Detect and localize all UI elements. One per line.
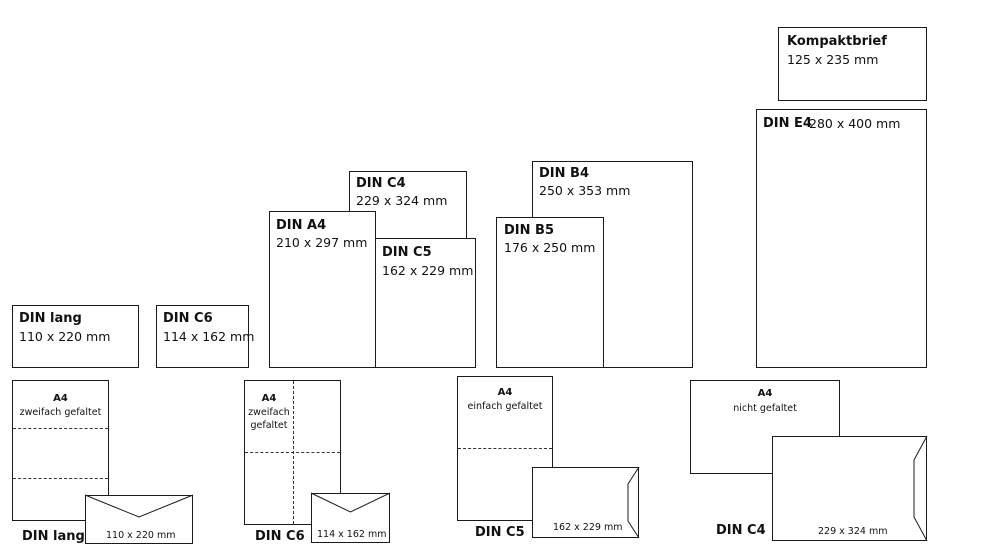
- envelope-name: DIN C5: [475, 525, 525, 540]
- format-size: 125 x 235 mm: [787, 52, 879, 67]
- format-din-e4: DIN E4 280 x 400 mm: [756, 109, 927, 368]
- envelope-flap: [84, 494, 194, 518]
- envelope-flap: [310, 492, 391, 513]
- envelope-size-label: 110 x 220 mm: [106, 530, 176, 541]
- format-size: 110 x 220 mm: [19, 329, 111, 344]
- format-name: DIN C6: [163, 311, 213, 326]
- format-size: 229 x 324 mm: [356, 193, 448, 208]
- format-din-c6: DIN C6 114 x 162 mm: [156, 305, 254, 368]
- fold-label: zweifach: [248, 407, 290, 418]
- format-din-a4: DIN A4 210 x 297 mm: [269, 211, 376, 368]
- paper-label: A4: [497, 387, 513, 398]
- fold-label: gefaltet: [250, 420, 288, 431]
- format-size: 280 x 400 mm: [809, 116, 901, 131]
- envelope-name: DIN C6: [255, 529, 305, 544]
- fold-label: zweifach gefaltet: [19, 407, 102, 418]
- envelope-size-label: 114 x 162 mm: [317, 529, 387, 540]
- format-name: Kompaktbrief: [787, 34, 887, 49]
- format-din-c5: DIN C5 162 x 229 mm: [375, 238, 476, 368]
- fold-label: einfach gefaltet: [467, 401, 543, 412]
- fold-line: [13, 428, 108, 429]
- envelope-din-c5: 162 x 229 mm: [532, 466, 640, 539]
- paper-label: A4: [757, 388, 773, 399]
- envelope-din-c6: 114 x 162 mm: [310, 492, 391, 543]
- format-size: 162 x 229 mm: [382, 263, 474, 278]
- envelope-din-c4: 229 x 324 mm: [772, 435, 928, 542]
- envelope-size-label: 162 x 229 mm: [553, 522, 623, 533]
- format-name: DIN C5: [382, 245, 432, 260]
- format-size: 114 x 162 mm: [163, 329, 255, 344]
- format-name: DIN B4: [539, 166, 589, 181]
- format-name: DIN B5: [504, 223, 554, 238]
- format-din-lang: DIN lang 110 x 220 mm: [12, 305, 139, 368]
- format-name: DIN C4: [356, 176, 406, 191]
- format-kompaktbrief: Kompaktbrief 125 x 235 mm: [778, 27, 927, 101]
- format-size: 210 x 297 mm: [276, 235, 368, 250]
- paper-label: A4: [53, 393, 68, 404]
- format-din-b5: DIN B5 176 x 250 mm: [496, 217, 604, 368]
- envelope-name: DIN C4: [716, 523, 766, 538]
- format-name: DIN A4: [276, 218, 327, 233]
- envelope-side-flap: [627, 466, 640, 539]
- format-name: DIN lang: [19, 311, 82, 326]
- format-name: DIN E4: [763, 116, 812, 131]
- fold-line: [458, 448, 552, 449]
- envelope-name: DIN lang: [22, 529, 85, 544]
- envelope-din-lang: 110 x 220 mm: [84, 494, 194, 544]
- format-size: 176 x 250 mm: [504, 240, 596, 255]
- paper-label: A4: [261, 393, 277, 404]
- fold-line: [245, 452, 340, 453]
- format-size: 250 x 353 mm: [539, 183, 631, 198]
- envelope-side-flap: [913, 435, 928, 542]
- fold-line: [13, 478, 108, 479]
- fold-label: nicht gefaltet: [733, 403, 797, 414]
- envelope-size-label: 229 x 324 mm: [818, 526, 888, 537]
